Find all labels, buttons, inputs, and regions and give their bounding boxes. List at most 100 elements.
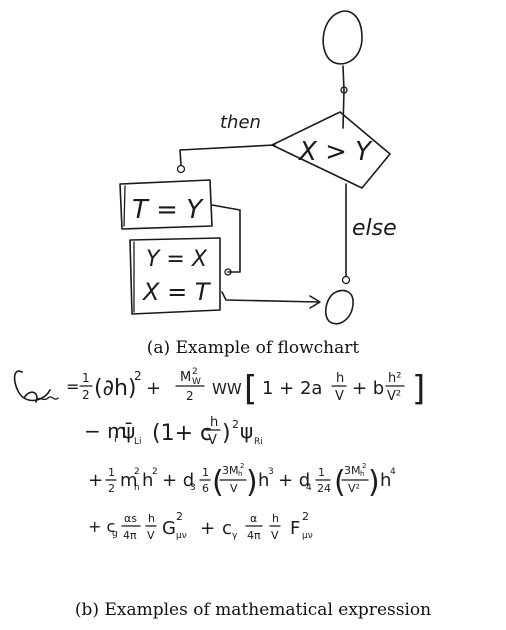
svg-text:h: h (148, 512, 155, 525)
svg-text:G: G (162, 518, 176, 539)
svg-text:V: V (208, 433, 217, 448)
else-arrow-end (341, 275, 351, 285)
svg-text:WW: WW (212, 380, 242, 398)
svg-text:M: M (180, 370, 191, 385)
svg-text:α: α (250, 512, 257, 525)
box1-text: T = Y (132, 195, 204, 225)
expression-line-2: − m i ψ̄ Li (1+ c h V ) 2 ψ Ri (84, 415, 263, 448)
svg-text:+: + (88, 470, 103, 491)
start-terminal (322, 10, 363, 65)
assign-box-2 (129, 237, 221, 315)
svg-text:1 + 2a: 1 + 2a (262, 378, 322, 399)
svg-text:h: h (238, 470, 242, 478)
svg-text:(∂h): (∂h) (94, 376, 137, 401)
svg-text:h²: h² (388, 371, 401, 386)
box2-line1: Y = X (146, 247, 208, 272)
svg-text:Li: Li (134, 437, 142, 447)
svg-text:+ b: + b (352, 378, 384, 399)
svg-text:+: + (146, 378, 161, 399)
svg-text:+ c: + c (88, 517, 115, 536)
svg-text:c: c (222, 518, 232, 539)
svg-text:4: 4 (390, 467, 396, 477)
svg-text:ψ̄: ψ̄ (122, 419, 135, 443)
svg-text:V: V (335, 389, 344, 404)
svg-text:(1+ c: (1+ c (152, 421, 212, 446)
decision-text: X > Y (297, 137, 373, 167)
svg-text:4: 4 (306, 483, 312, 493)
svg-text:h: h (360, 470, 364, 478)
svg-text:m: m (120, 470, 138, 491)
expression-line-3: + 1 2 m h 2 h 2 + d 3 1 6 ( 3M h 2 V ) h… (88, 462, 396, 500)
svg-text:2: 2 (152, 467, 158, 477)
svg-text:2: 2 (108, 482, 115, 495)
svg-text:V: V (147, 529, 155, 542)
svg-text:3: 3 (190, 483, 196, 493)
expression-line-1: = 1 2 (∂h) 2 + M W 2 2 WW [ 1 + 2a h V +… (13, 367, 425, 409)
svg-text:2: 2 (302, 510, 309, 523)
svg-text:W: W (192, 377, 201, 387)
svg-text:1: 1 (82, 371, 90, 385)
svg-text:3M: 3M (222, 464, 239, 477)
svg-text:1: 1 (202, 466, 209, 479)
box1-connector (211, 204, 241, 273)
caption-a: (a) Example of flowchart (146, 338, 360, 358)
svg-text:μν: μν (302, 531, 313, 541)
assign-box-1 (119, 179, 213, 230)
end-terminal (324, 289, 354, 325)
svg-text:1: 1 (318, 466, 325, 479)
junction-dot (340, 86, 348, 94)
decision-diamond (271, 111, 391, 189)
svg-text:h: h (142, 470, 153, 491)
svg-text:γ: γ (232, 531, 238, 541)
svg-text:+ d: + d (162, 470, 194, 491)
then-arrow-end (176, 164, 186, 174)
start-connector (342, 65, 345, 129)
end-connector (221, 291, 319, 303)
svg-text:24: 24 (317, 482, 331, 495)
svg-text:− m: − m (84, 419, 127, 443)
svg-text:F: F (290, 518, 300, 539)
svg-text:4π: 4π (123, 529, 137, 542)
svg-text:+ d: + d (278, 470, 310, 491)
svg-text:μν: μν (176, 531, 187, 541)
svg-text:3M: 3M (344, 464, 361, 477)
svg-text:): ) (246, 465, 258, 500)
svg-text:V²: V² (387, 389, 401, 404)
svg-text:h: h (336, 371, 344, 386)
then-label: then (220, 112, 261, 133)
svg-text:2: 2 (186, 389, 194, 403)
box1-edge (123, 185, 126, 227)
svg-text:αs: αs (124, 512, 137, 525)
svg-text:g: g (112, 529, 118, 539)
svg-text:h: h (258, 470, 269, 491)
svg-text:2: 2 (134, 369, 142, 383)
svg-text:V: V (230, 482, 238, 495)
svg-text:ψ: ψ (240, 419, 253, 443)
svg-text:(: ( (212, 465, 224, 500)
svg-text:): ) (368, 465, 380, 500)
box2-line2: X = T (141, 278, 212, 306)
flowchart-sketch: X > Y then else T = Y Y = X X = T (119, 10, 397, 325)
svg-text:h: h (380, 470, 391, 491)
expression-line-4: + c g αs 4π h V G μν 2 + c γ α 4π h V F … (88, 510, 313, 542)
svg-text:1: 1 (108, 466, 115, 479)
svg-text:2: 2 (232, 418, 239, 431)
svg-text:=: = (66, 377, 79, 396)
svg-text:i: i (114, 434, 117, 445)
svg-text:Ri: Ri (254, 437, 263, 447)
svg-text:2: 2 (192, 367, 198, 377)
caption-b: (b) Examples of mathematical expression (74, 600, 432, 620)
svg-text:V²: V² (348, 482, 360, 495)
svg-text:2: 2 (176, 510, 183, 523)
svg-text:2: 2 (240, 462, 244, 470)
svg-text:2: 2 (134, 467, 140, 477)
svg-text:(: ( (334, 465, 346, 500)
else-label: else (352, 216, 397, 241)
svg-text:): ) (222, 421, 231, 446)
svg-text:V: V (271, 529, 279, 542)
box1-arrow-end (224, 268, 232, 276)
svg-text:h: h (272, 512, 279, 525)
svg-text:+: + (200, 518, 215, 539)
svg-text:h: h (134, 483, 140, 493)
